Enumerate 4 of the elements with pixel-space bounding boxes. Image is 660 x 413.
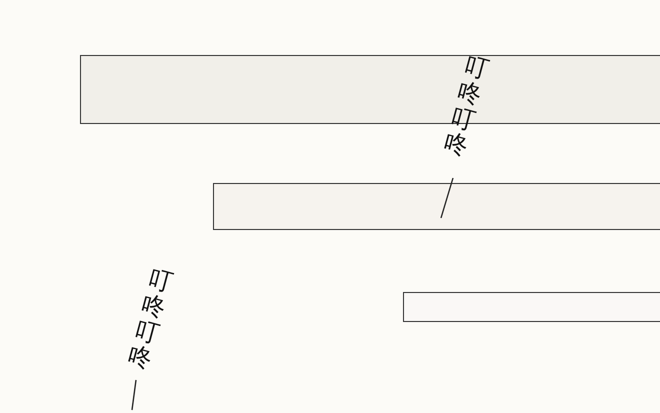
sound-effect-text: 叮咚叮咚 <box>441 52 492 160</box>
panel-box <box>213 183 660 230</box>
panel-box <box>403 292 660 322</box>
sound-effect-text: 叮咚叮咚 <box>125 264 176 374</box>
